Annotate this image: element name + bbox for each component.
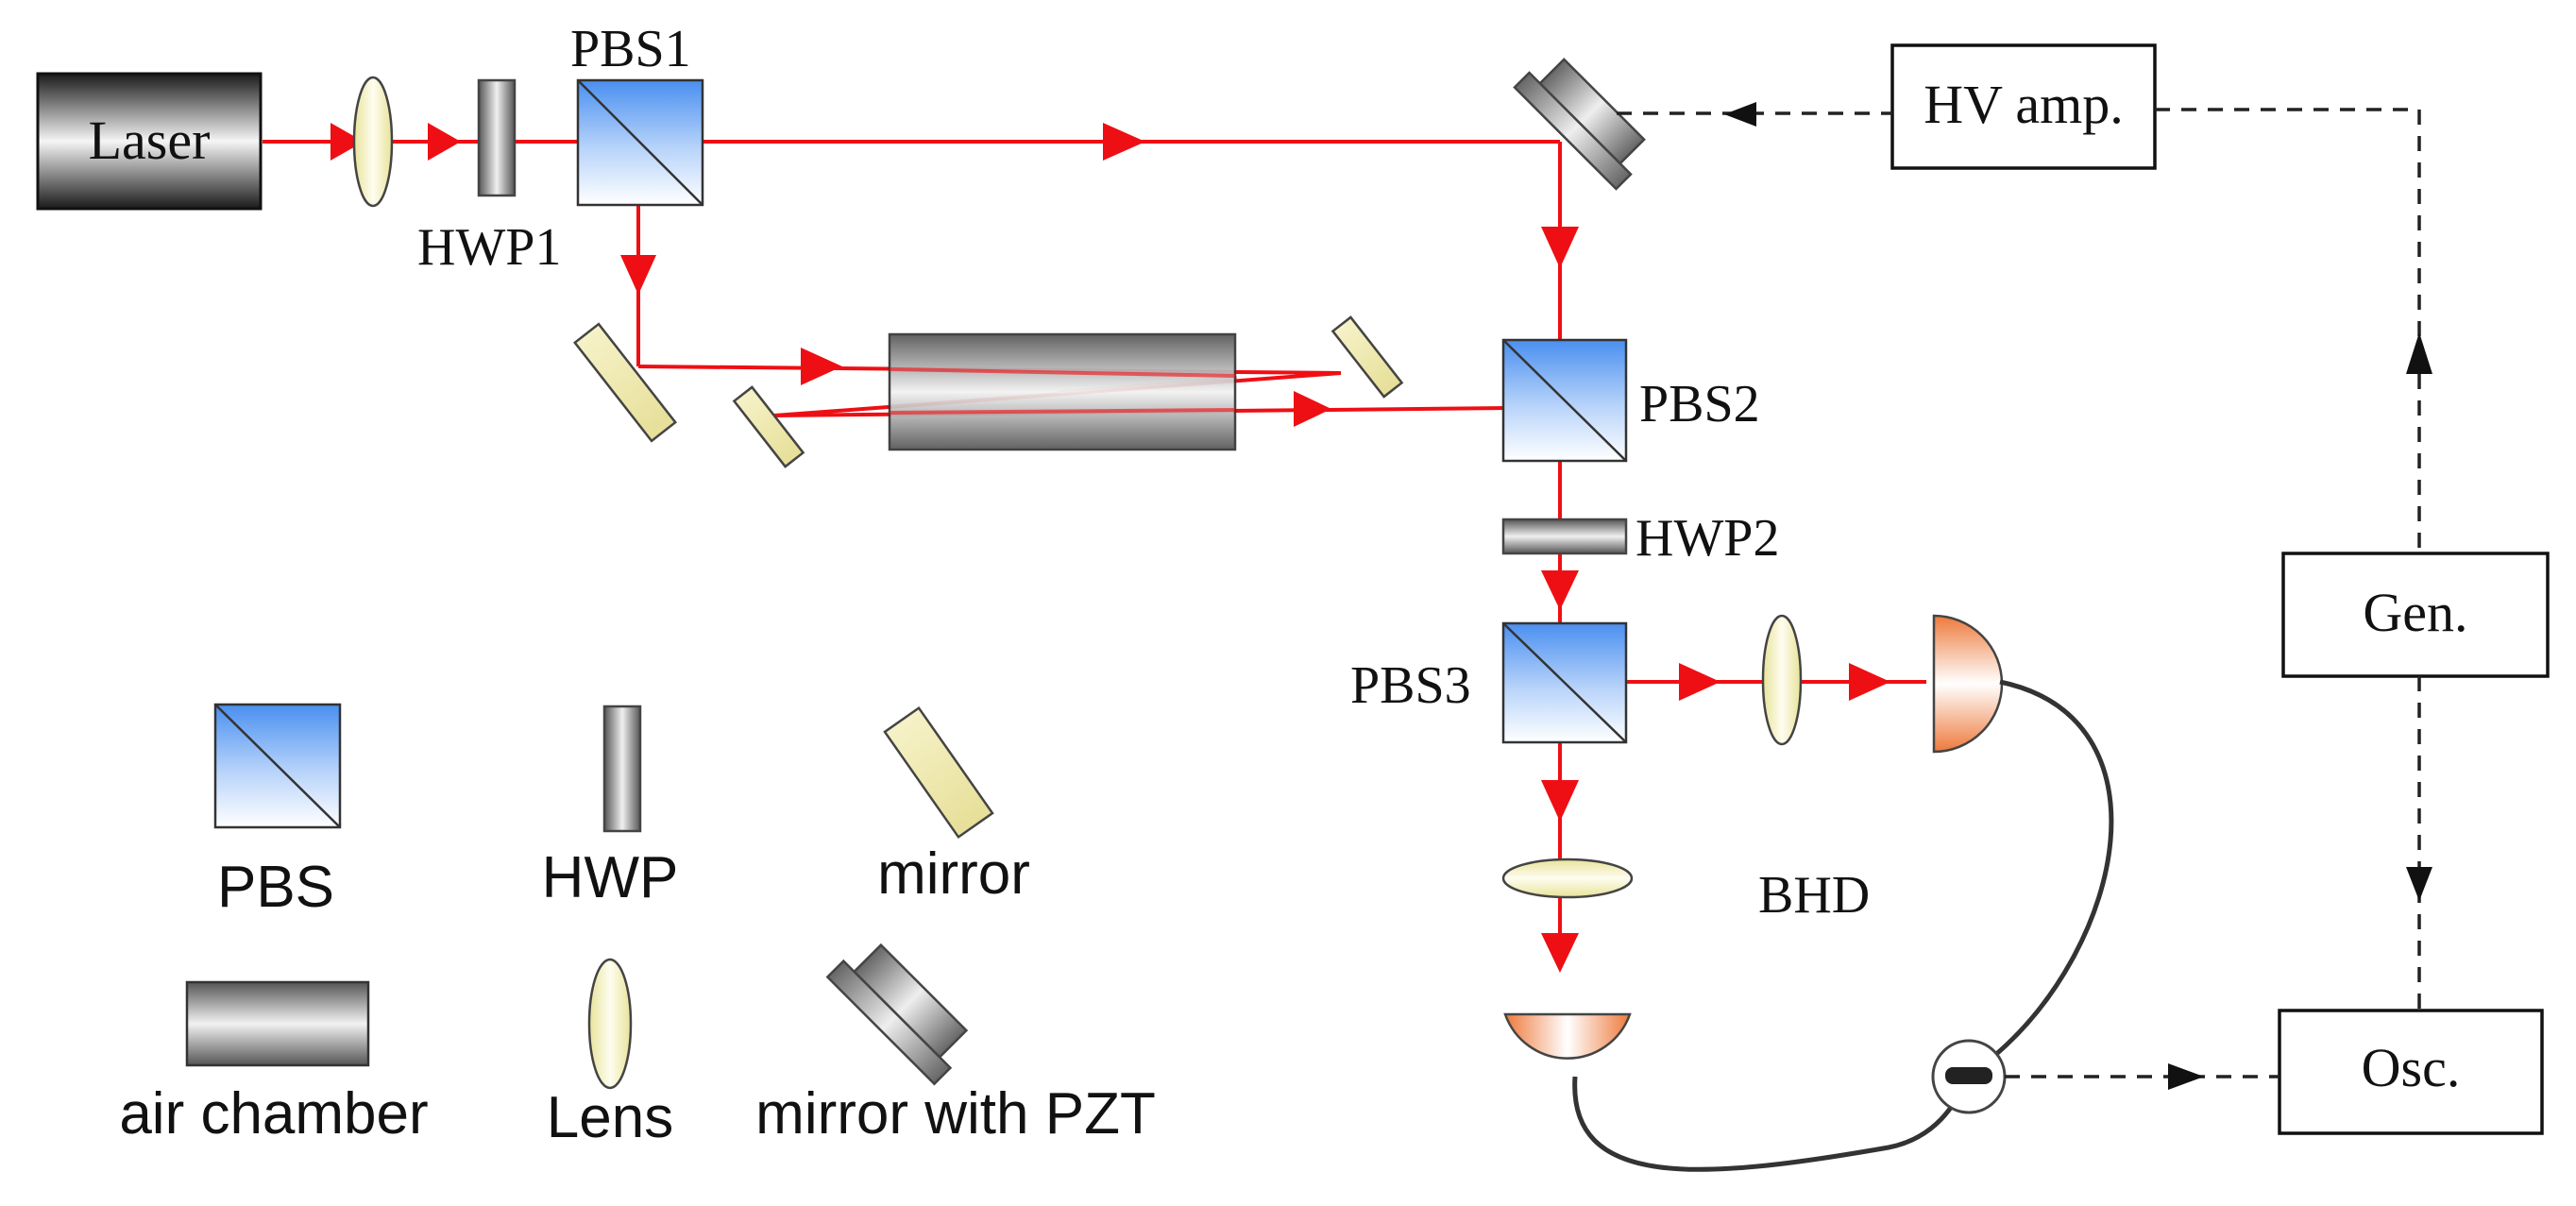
lens-bhd-horizontal-arm [1761, 614, 1803, 746]
legend-label-pbs: PBS [217, 855, 334, 920]
osc-label: Osc. [2362, 1037, 2461, 1098]
beam-arrows [330, 123, 1890, 973]
bhd-label: BHD [1758, 866, 1870, 925]
mirror-left-lower [732, 385, 805, 468]
legend-label-mirror-pzt: mirror with PZT [755, 1081, 1156, 1147]
pbs2-label: PBS2 [1639, 375, 1760, 433]
legend-label-air-chamber: air chamber [119, 1081, 428, 1147]
pbs3-label: PBS3 [1350, 656, 1471, 715]
legend-item-air-chamber: air chamber [119, 980, 429, 1147]
legend-item-mirror [883, 705, 994, 840]
hwp2-label: HWP2 [1635, 509, 1779, 568]
legend: PBS HWP mirror air chamber Lens mirror w… [119, 703, 1156, 1150]
subtractor [1931, 1039, 2007, 1114]
laser-source: Laser [36, 72, 263, 211]
lens-1 [352, 76, 394, 208]
legend-label-hwp: HWP [542, 845, 679, 910]
detector-cable-bottom [1572, 1076, 1971, 1172]
legend-item-hwp: HWP [542, 705, 679, 910]
laser-label: Laser [89, 110, 211, 171]
photodetector-right [1932, 614, 2004, 754]
gen-box: Gen. [2281, 552, 2550, 678]
lens-bhd-vertical-arm [1501, 858, 1634, 899]
detector-cable-right [1992, 679, 2114, 1058]
pbs-3: PBS3 [1350, 621, 1628, 744]
legend-item-pbs: PBS [213, 703, 342, 920]
mirror-with-pzt-main [1513, 58, 1646, 191]
hv-amp-label: HV amp. [1924, 74, 2124, 135]
hwp-1: HWP1 [417, 78, 561, 277]
air-chamber [888, 332, 1237, 451]
osc-box: Osc. [2278, 1009, 2544, 1135]
legend-label-lens: Lens [547, 1085, 673, 1150]
legend-item-lens: Lens [547, 958, 673, 1150]
photodetector-bottom [1503, 1012, 1632, 1060]
gen-label: Gen. [2363, 582, 2467, 643]
hwp-2: HWP2 [1501, 509, 1779, 568]
pbs1-label: PBS1 [570, 20, 691, 78]
legend-item-mirror-pzt [825, 943, 969, 1086]
pbs-2: PBS2 [1501, 338, 1760, 463]
mirror-right [1330, 315, 1404, 399]
hv-amp-box: HV amp. [1890, 43, 2157, 170]
legend-label-mirror: mirror [877, 841, 1030, 907]
hwp1-label: HWP1 [417, 218, 561, 277]
pbs-1: PBS1 [570, 20, 704, 207]
signal-arrows [1724, 102, 2432, 1090]
mirror-left-upper [573, 322, 677, 443]
